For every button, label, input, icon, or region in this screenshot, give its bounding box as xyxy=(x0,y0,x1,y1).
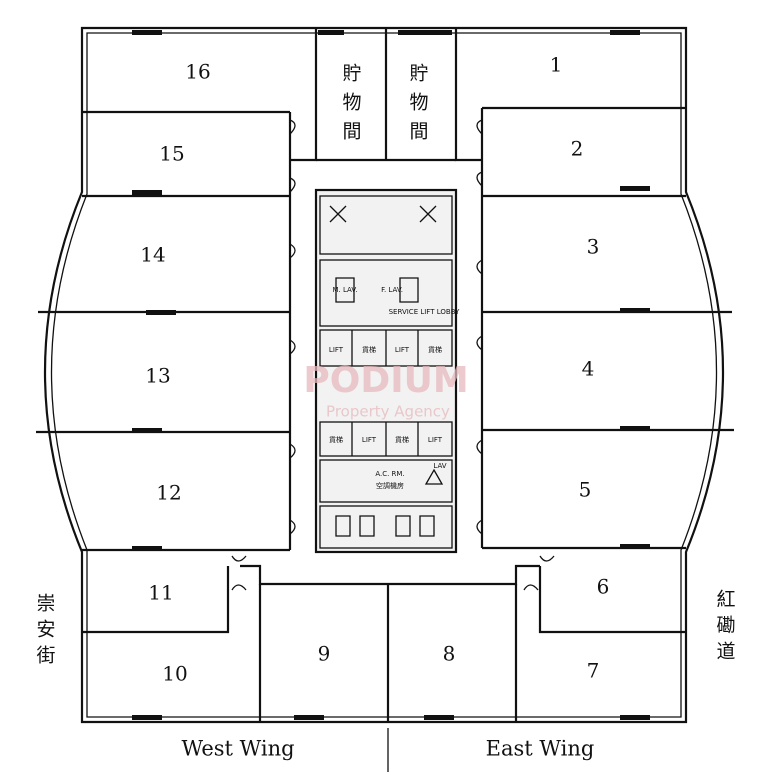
unit-7-label[interactable]: 7 xyxy=(587,659,600,683)
street-west-char: 安 xyxy=(36,619,55,641)
street-west-char: 崇 xyxy=(36,593,55,615)
unit-6-label[interactable]: 6 xyxy=(597,575,610,599)
building-outline xyxy=(43,26,725,724)
west-wing-label: West Wing xyxy=(181,737,294,761)
unit-labels: 1 2 3 4 5 6 7 8 9 10 11 12 13 14 15 16 xyxy=(140,53,609,686)
female-lav-label: F. LAV. xyxy=(381,286,403,294)
goods-lift-label-2: 貨梯 xyxy=(428,345,442,354)
windows xyxy=(132,30,650,720)
unit-1-label[interactable]: 1 xyxy=(550,53,563,77)
goods-lift-label-3: 貨梯 xyxy=(329,435,343,444)
goods-lift-label: 貨梯 xyxy=(362,345,376,354)
lift-label-1: LIFT xyxy=(329,346,344,354)
storage-char: 物 xyxy=(342,92,361,114)
lift-label-2: LIFT xyxy=(395,346,410,354)
unit-12-label[interactable]: 12 xyxy=(156,481,181,505)
storage-char: 貯 xyxy=(409,63,428,85)
storage-char: 貯 xyxy=(342,63,361,85)
partition-walls xyxy=(36,28,734,722)
lav-label: LAV xyxy=(433,462,446,470)
street-west-char: 街 xyxy=(36,645,55,667)
ac-room-cn-label: 空調機房 xyxy=(376,481,404,490)
unit-4-label[interactable]: 4 xyxy=(582,357,595,381)
unit-11-label[interactable]: 11 xyxy=(148,581,173,605)
male-lav-label: M. LAV. xyxy=(332,286,357,294)
watermark-brand: PODIUM xyxy=(303,360,468,401)
unit-3-label[interactable]: 3 xyxy=(587,235,600,259)
lift-label-3: LIFT xyxy=(362,436,377,444)
storage-char: 物 xyxy=(409,92,428,114)
unit-10-label[interactable]: 10 xyxy=(162,662,187,686)
ac-room-label: A.C. RM. xyxy=(375,470,404,478)
unit-15-label[interactable]: 15 xyxy=(159,142,184,166)
street-east: 紅 磡 道 xyxy=(716,589,735,663)
service-lift-lobby-label: SERVICE LIFT LOBBY xyxy=(389,308,460,316)
street-west: 崇 安 街 xyxy=(36,593,55,667)
storage-room-right: 貯 物 間 xyxy=(409,63,428,143)
street-east-char: 道 xyxy=(716,641,735,663)
street-east-char: 磡 xyxy=(716,615,735,637)
unit-16-label[interactable]: 16 xyxy=(185,60,210,84)
watermark-tagline: Property Agency xyxy=(326,403,450,421)
service-core: LIFT 貨梯 LIFT 貨梯 貨梯 LIFT 貨梯 LIFT M. LAV. … xyxy=(314,188,460,554)
storage-room-left: 貯 物 間 xyxy=(342,63,361,143)
unit-8-label[interactable]: 8 xyxy=(443,642,456,666)
lift-label-4: LIFT xyxy=(428,436,443,444)
storage-char: 間 xyxy=(342,121,361,143)
door-marks xyxy=(231,119,555,591)
goods-lift-label-4: 貨梯 xyxy=(395,435,409,444)
unit-9-label[interactable]: 9 xyxy=(318,642,331,666)
storage-char: 間 xyxy=(409,121,428,143)
unit-13-label[interactable]: 13 xyxy=(145,364,170,388)
unit-2-label[interactable]: 2 xyxy=(571,137,584,161)
east-wing-label: East Wing xyxy=(486,737,595,761)
unit-5-label[interactable]: 5 xyxy=(579,478,592,502)
street-east-char: 紅 xyxy=(716,589,735,611)
unit-14-label[interactable]: 14 xyxy=(140,243,165,267)
